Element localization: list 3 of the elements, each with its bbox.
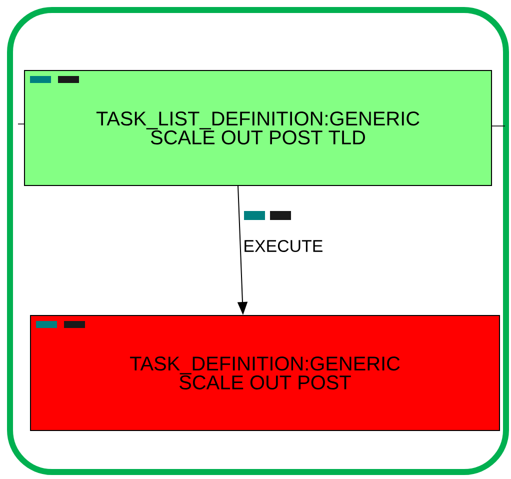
task-box: TASK_LIST_DEFINITION:GENERIC SCALE OUT POST TLD [24, 70, 492, 186]
task-box: TASK_DEFINITION:GENERIC SCALE OUT POST [30, 315, 500, 431]
edge-label: EXECUTE [244, 240, 322, 252]
